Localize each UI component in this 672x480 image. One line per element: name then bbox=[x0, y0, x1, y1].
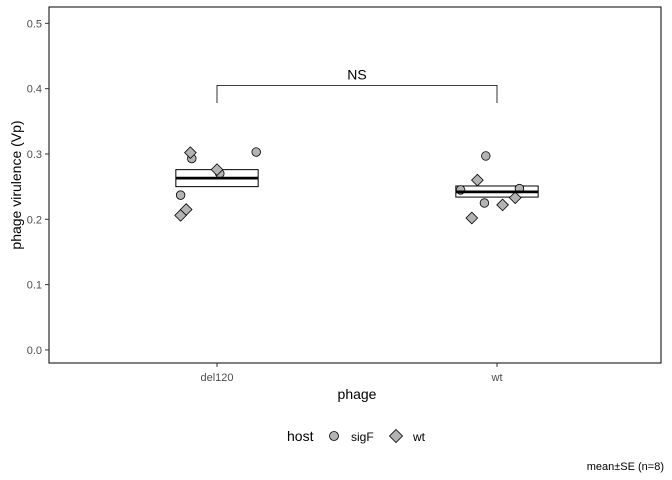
point-wt bbox=[508, 191, 522, 205]
point-wt bbox=[471, 173, 484, 187]
legend-label-wt: wt bbox=[412, 430, 426, 444]
y-tick-label: 0.2 bbox=[27, 214, 42, 226]
panel-border bbox=[48, 6, 662, 364]
legend: host sigF wt bbox=[287, 428, 426, 444]
point-sigf bbox=[251, 147, 261, 157]
significance-label: NS bbox=[347, 66, 366, 82]
x-tick-label: wt bbox=[491, 372, 503, 384]
y-tick-label: 0.5 bbox=[27, 18, 42, 30]
point-wt bbox=[496, 198, 509, 212]
y-axis-title: phage virulence (Vp) bbox=[8, 120, 24, 249]
y-tick-label: 0.4 bbox=[27, 84, 42, 96]
significance-bracket bbox=[216, 84, 498, 104]
y-tick-label: 0.0 bbox=[27, 345, 42, 357]
point-wt bbox=[465, 211, 479, 225]
x-axis-title: phage bbox=[338, 386, 377, 402]
point-sigf bbox=[481, 151, 491, 161]
point-sigf bbox=[479, 198, 490, 208]
caption: mean±SE (n=8) bbox=[587, 461, 664, 473]
legend-key-wt bbox=[388, 428, 404, 444]
point-sigf bbox=[175, 190, 186, 200]
y-tick-label: 0.3 bbox=[27, 149, 42, 161]
legend-title: host bbox=[287, 428, 314, 444]
x-tick-label: del120 bbox=[200, 372, 233, 384]
plot-marks bbox=[174, 146, 539, 225]
y-axis: 0.0 0.1 0.2 0.3 0.4 0.5 bbox=[27, 18, 49, 357]
point-wt bbox=[179, 203, 193, 216]
significance-annotation: NS bbox=[216, 66, 498, 104]
x-axis: del120 wt bbox=[200, 363, 503, 384]
legend-label-sigf: sigF bbox=[351, 430, 374, 444]
y-tick-label: 0.1 bbox=[27, 280, 42, 292]
point-wt bbox=[210, 163, 224, 177]
point-wt bbox=[184, 146, 197, 160]
legend-key-sigf bbox=[329, 431, 339, 441]
